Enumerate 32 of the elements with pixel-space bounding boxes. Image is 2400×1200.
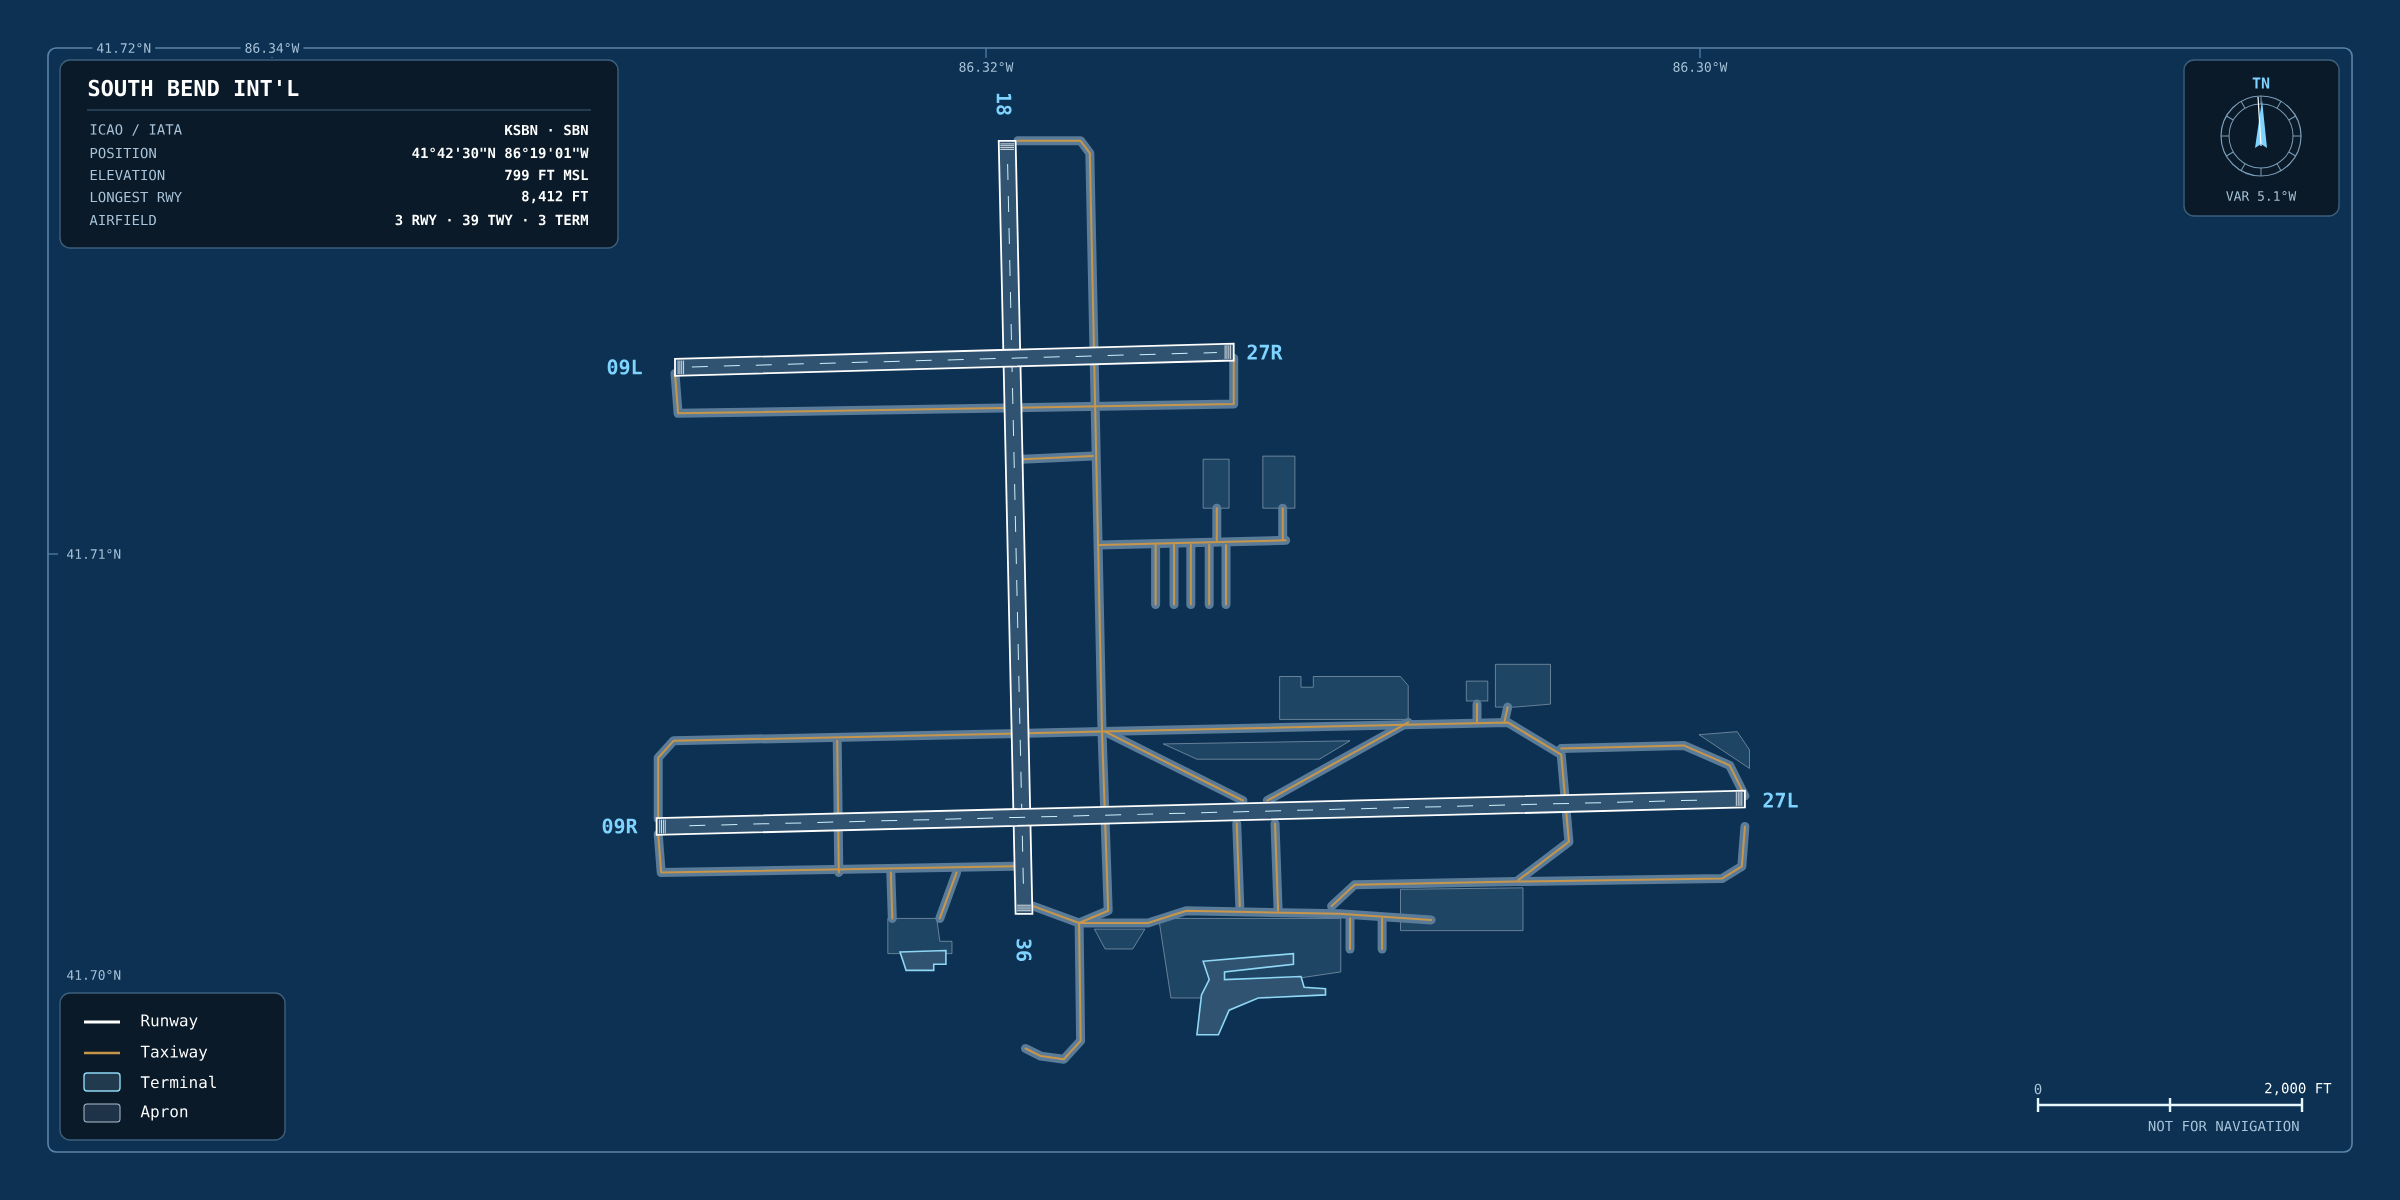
field-value: 799 FT MSL bbox=[505, 169, 589, 181]
field-value: 41°42'30"N 86°19'01"W bbox=[412, 147, 589, 159]
field-label: AIRFIELD bbox=[89, 214, 156, 226]
runway-designator: 27R bbox=[1247, 344, 1283, 360]
scale-label: 0 bbox=[2034, 1083, 2042, 1095]
field-label: ICAO / IATA bbox=[90, 124, 182, 136]
field-label: LONGEST RWY bbox=[90, 191, 182, 203]
coordinate-label: 86.30°W bbox=[1668, 58, 1732, 76]
coordinate-label: 86.34°W bbox=[240, 39, 304, 57]
scale-label: 2,000 FT bbox=[2265, 1082, 2332, 1096]
variation-label: VAR 5.1°W bbox=[2226, 191, 2297, 201]
runway-designator: 27L bbox=[1763, 792, 1798, 808]
coordinate-label: 41.70°N bbox=[62, 966, 126, 984]
legend-label: Runway bbox=[141, 1014, 198, 1030]
disclaimer-note: NOT FOR NAVIGATION bbox=[2148, 1120, 2299, 1132]
legend-label: Taxiway bbox=[140, 1045, 208, 1061]
legend-label: Terminal bbox=[140, 1075, 216, 1089]
field-label: POSITION bbox=[90, 147, 156, 159]
legend-label: Apron bbox=[140, 1105, 188, 1121]
coordinate-label: 41.71°N bbox=[62, 545, 126, 563]
runway-designator: 09L bbox=[607, 359, 642, 375]
runway-designator: 09R bbox=[602, 818, 638, 834]
runway-designator: 36 bbox=[1016, 939, 1032, 961]
field-label: ELEVATION bbox=[90, 169, 165, 181]
field-value: KSBN · SBN bbox=[505, 124, 588, 136]
coordinate-label: 86.32°W bbox=[954, 58, 1018, 76]
runway-designator: 18 bbox=[996, 93, 1012, 115]
field-value: 3 RWY · 39 TWY · 3 TERM bbox=[395, 214, 588, 226]
field-value: 8,412 FT bbox=[522, 190, 588, 204]
coordinate-label: 41.72°N bbox=[92, 39, 156, 57]
north-label: TN bbox=[2252, 77, 2270, 89]
airport-title: SOUTH BEND INT'L bbox=[88, 79, 299, 97]
